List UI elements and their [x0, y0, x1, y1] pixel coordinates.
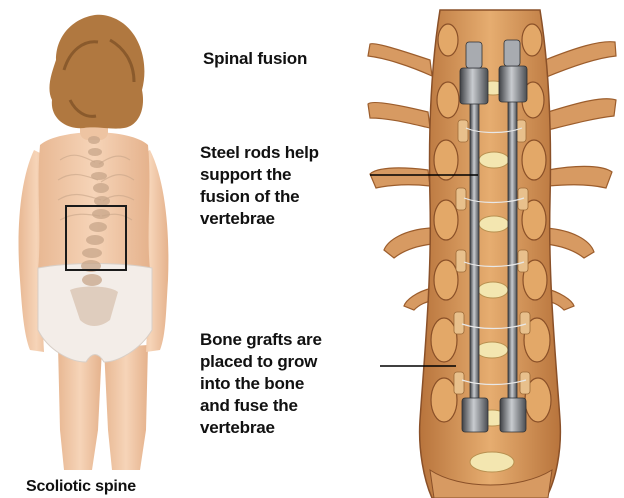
grafts-annotation-line: vertebrae: [200, 417, 322, 439]
rods-annotation-line: fusion of the: [200, 186, 319, 208]
rods-annotation-line: vertebrae: [200, 208, 319, 230]
steel-rods-annotation: Steel rods help support the fusion of th…: [200, 142, 319, 230]
rods-annotation-line: support the: [200, 164, 319, 186]
hair: [49, 15, 144, 129]
diagram-title: Spinal fusion: [203, 48, 307, 70]
grafts-annotation-line: and fuse the: [200, 395, 322, 417]
grafts-annotation-line: Bone grafts are: [200, 329, 322, 351]
rods-annotation-line: Steel rods help: [200, 142, 319, 164]
child-back-figure: [19, 15, 169, 470]
left-steel-rod: [470, 60, 479, 420]
bone-grafts-annotation: Bone grafts are placed to grow into the …: [200, 329, 322, 439]
grafts-annotation-line: into the bone: [200, 373, 322, 395]
spinal-fusion-illustration: [368, 10, 616, 498]
left-leg: [58, 345, 102, 470]
right-leg: [104, 345, 148, 470]
right-steel-rod: [508, 60, 517, 420]
grafts-annotation-line: placed to grow: [200, 351, 322, 373]
figure-caption: Scoliotic spine: [26, 478, 136, 496]
